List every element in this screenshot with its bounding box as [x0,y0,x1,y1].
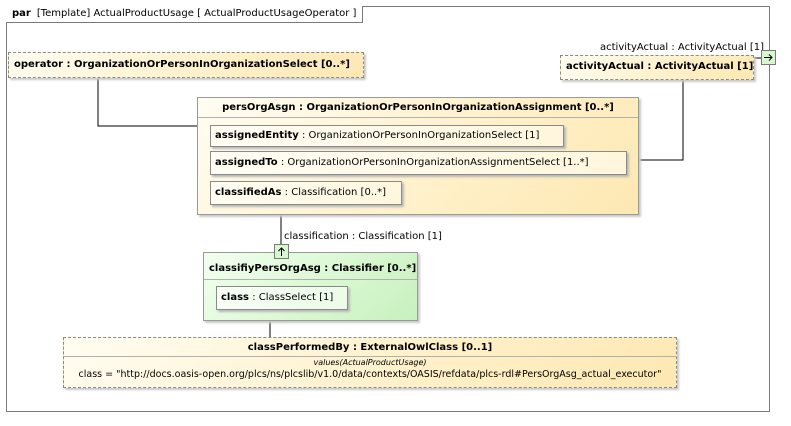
assigned-to-label: assignedTo : OrganizationOrPersonInOrgan… [215,157,589,168]
assigned-entity-label: assignedEntity : OrganizationOrPersonInO… [215,130,540,141]
operator-part[interactable]: operator : OrganizationOrPersonInOrganiz… [8,52,364,78]
class-performed-by-separator [64,356,676,357]
pers-org-asgn-separator [198,117,638,118]
classified-as-label: classifiedAs : Classification [0..*] [215,187,387,198]
classification-port[interactable] [274,244,289,259]
activity-actual-part[interactable]: activityActual : ActivityActual [1] [560,55,754,80]
frame-keyword: par [12,8,31,19]
operator-label: operator : OrganizationOrPersonInOrganiz… [14,59,350,70]
classify-label: classifiyPersOrgAsg : Classifier [0..*] [209,263,417,274]
class-part[interactable]: class : ClassSelect [1] [216,286,348,310]
class-label: class : ClassSelect [1] [221,292,334,303]
arrow-right-icon [764,54,773,61]
activity-actual-label: activityActual : ActivityActual [1] [566,61,754,72]
classified-as-part[interactable]: classifiedAs : Classification [0..*] [210,181,402,205]
class-performed-by-label: classPerformedBy : ExternalOwlClass [0..… [247,342,493,353]
classify-separator [204,279,417,280]
assigned-entity-part[interactable]: assignedEntity : OrganizationOrPersonInO… [210,125,564,147]
boundary-port[interactable] [761,50,776,65]
class-performed-by-part[interactable]: classPerformedBy : ExternalOwlClass [0..… [63,337,677,388]
values-compartment-header: values(ActualProductUsage) [313,358,427,367]
class-value: class = "http://docs.oasis-open.org/plcs… [78,369,662,380]
pers-org-asgn-label: persOrgAsgn : OrganizationOrPersonInOrga… [222,102,614,113]
assigned-to-part[interactable]: assignedTo : OrganizationOrPersonInOrgan… [210,151,627,175]
frame-title: [Template] ActualProductUsage [ ActualPr… [36,8,357,19]
activity-port-label: activityActual : ActivityActual [1] [600,42,764,53]
frame-header: par [Template] ActualProductUsage [ Actua… [6,6,364,23]
classification-port-label: classification : Classification [1] [284,231,442,242]
arrow-up-icon [278,247,285,256]
